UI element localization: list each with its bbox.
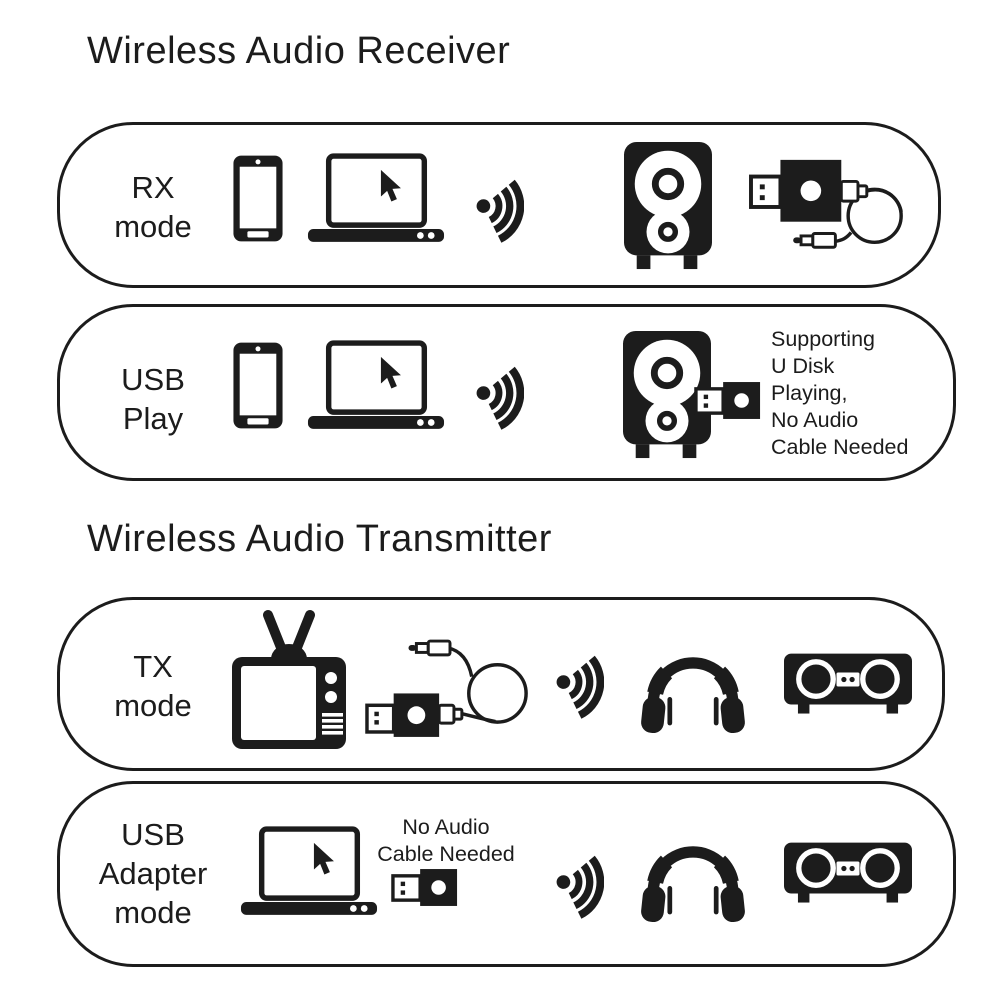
usb-dongle-aux-cable-icon xyxy=(749,153,911,259)
stereo-speaker-icon xyxy=(782,841,914,905)
smartphone-icon xyxy=(232,154,284,243)
usb-dongle-aux-cable-icon xyxy=(365,634,535,741)
rx-mode-row: RX mode xyxy=(57,122,941,288)
tv-icon xyxy=(230,609,348,751)
usb-adapter-mode-row: USB Adapter mode No Audio Cable Needed xyxy=(57,781,956,967)
headphones-icon xyxy=(640,829,746,926)
wireless-signal-icon xyxy=(474,357,524,433)
laptop-icon xyxy=(306,152,446,244)
usb-adapter-note: No Audio Cable Needed xyxy=(377,815,515,866)
tx-mode-row: TX mode xyxy=(57,597,945,771)
usb-play-row: USB Play Supporting U Disk Playing, No A… xyxy=(57,304,956,481)
usb-dongle-icon xyxy=(391,867,459,908)
stereo-speaker-icon xyxy=(782,652,914,716)
wireless-signal-icon xyxy=(554,846,604,922)
smartphone-icon xyxy=(232,341,284,430)
laptop-icon xyxy=(306,339,446,431)
headphones-icon xyxy=(640,640,746,737)
usb-play-note: Supporting U Disk Playing, No Audio Cabl… xyxy=(771,327,909,459)
usb-play-label: USB Play xyxy=(121,362,185,437)
speaker-icon xyxy=(622,140,714,271)
rx-mode-label: RX mode xyxy=(114,170,192,245)
usb-dongle-icon xyxy=(694,380,762,421)
transmitter-section-title: Wireless Audio Transmitter xyxy=(87,518,552,560)
usb-adapter-mode-label: USB Adapter mode xyxy=(98,817,208,931)
tx-mode-label: TX mode xyxy=(114,649,192,724)
wireless-signal-icon xyxy=(554,646,604,722)
receiver-section-title: Wireless Audio Receiver xyxy=(87,30,511,72)
wireless-signal-icon xyxy=(474,170,524,246)
laptop-icon xyxy=(239,825,379,917)
